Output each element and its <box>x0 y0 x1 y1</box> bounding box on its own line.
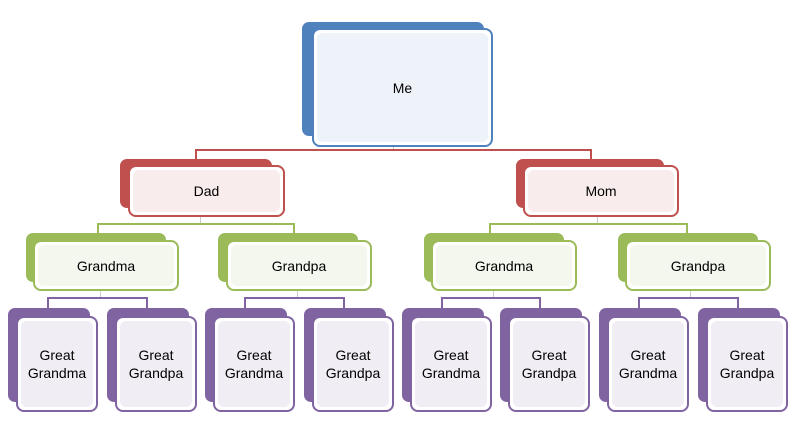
node-fill <box>436 245 572 286</box>
node-label-text: Great <box>630 347 666 363</box>
node-grandma[interactable]: Grandma <box>33 240 179 291</box>
node-label-text: Grandpa <box>271 257 327 274</box>
node-fill <box>317 33 488 142</box>
node-dad[interactable]: Dad <box>128 165 285 217</box>
connector-line <box>489 223 491 234</box>
connector-line <box>393 144 394 151</box>
node-fill <box>528 170 674 212</box>
node-fill <box>231 245 367 286</box>
connector-line <box>590 149 592 160</box>
node-label: Dad <box>194 182 220 200</box>
connector-line <box>493 288 494 297</box>
node-fill <box>218 321 290 407</box>
node-label-text: Dad <box>193 183 220 199</box>
node-label-text: Great <box>433 347 469 363</box>
connector-line <box>539 297 541 309</box>
connector-line <box>97 223 99 234</box>
node-label-text: Great <box>39 347 75 363</box>
connector-line <box>597 214 598 224</box>
connector-line <box>293 223 295 234</box>
node-label-text: Mom <box>585 183 617 199</box>
connector-line <box>690 288 691 297</box>
node-fill <box>415 321 487 407</box>
node-grandpa[interactable]: Grandpa <box>625 240 771 291</box>
node-mom[interactable]: Mom <box>523 165 679 217</box>
node-fill <box>513 321 585 407</box>
node-fill <box>120 321 192 407</box>
connector-line <box>195 149 197 160</box>
connector-line <box>638 297 640 309</box>
node-grandpa[interactable]: Grandpa <box>226 240 372 291</box>
node-label-text: Me <box>392 79 413 96</box>
node-me[interactable]: Me <box>312 28 493 147</box>
node-label-text: Grandpa <box>325 365 381 381</box>
node-label-text: Great <box>138 347 174 363</box>
node-fill <box>38 245 174 286</box>
node-label: Grandpa <box>272 257 326 275</box>
connector-line <box>489 223 688 225</box>
connector-line <box>686 223 688 234</box>
connector-line <box>343 297 345 309</box>
node-label-text: Grandpa <box>670 257 726 274</box>
node-label: Grandpa <box>671 257 725 275</box>
node-fill <box>711 321 783 407</box>
node-fill <box>630 245 766 286</box>
node-fill <box>612 321 684 407</box>
node-label-text: Grandpa <box>521 365 577 381</box>
node-label-text: Great <box>531 347 567 363</box>
connector-line <box>47 297 49 309</box>
node-label: Grandma <box>475 257 533 275</box>
node-label-text: Grandma <box>474 257 534 274</box>
connector-line <box>737 297 739 309</box>
node-label-text: Great <box>729 347 765 363</box>
connector-line <box>441 297 541 299</box>
node-label-text: Grandma <box>224 365 284 381</box>
node-label-text: Grandma <box>421 365 481 381</box>
node-label-text: Great <box>335 347 371 363</box>
node-fill <box>133 170 280 212</box>
connector-line <box>200 214 201 224</box>
connector-line <box>47 297 148 299</box>
connector-line <box>638 297 739 299</box>
node-label: Mom <box>585 182 616 200</box>
node-label-text: Great <box>236 347 272 363</box>
connector-line <box>441 297 443 309</box>
node-label-text: Grandma <box>76 257 136 274</box>
node-label-text: Grandma <box>618 365 678 381</box>
connector-line <box>297 288 298 297</box>
connector-line <box>146 297 148 309</box>
connector-line <box>195 149 592 151</box>
node-label: Me <box>393 79 412 97</box>
node-grandma[interactable]: Grandma <box>431 240 577 291</box>
node-label-text: Grandpa <box>128 365 184 381</box>
node-fill <box>317 321 389 407</box>
node-label-text: Grandma <box>27 365 87 381</box>
connector-line <box>244 297 345 299</box>
node-label-text: Grandpa <box>719 365 775 381</box>
node-fill <box>21 321 93 407</box>
connector-line <box>244 297 246 309</box>
node-label: Grandma <box>77 257 135 275</box>
connector-line <box>100 288 101 297</box>
connector-line <box>97 223 295 225</box>
